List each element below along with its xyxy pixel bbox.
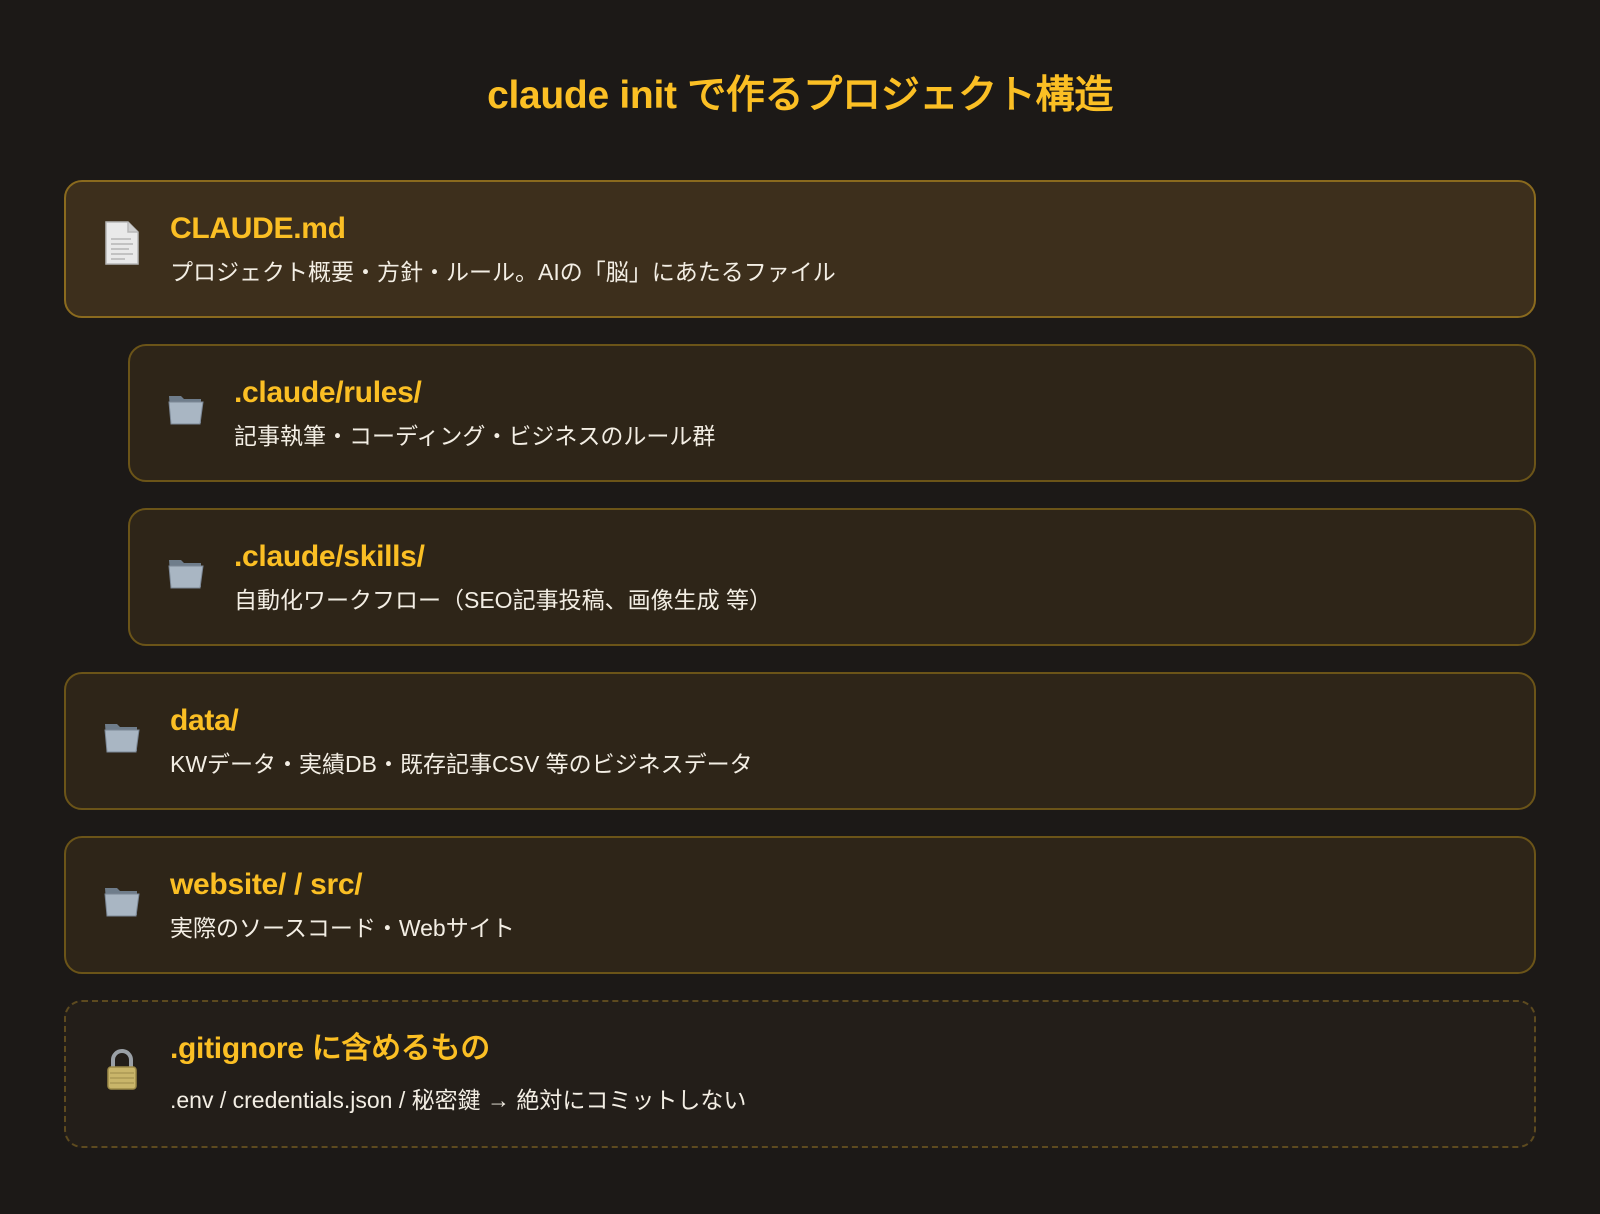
folder-icon xyxy=(166,548,206,594)
item-name: data/ xyxy=(170,704,239,737)
page-title: claude init で作るプロジェクト構造 xyxy=(487,74,1113,117)
claude-skills-card: .claude/skills/ 自動化ワークフロー（SEO記事投稿、画像生成 等… xyxy=(128,508,1536,646)
claude-md-card: CLAUDE.md プロジェクト概要・方針・ルール。AIの「脳」にあたるファイル xyxy=(64,180,1536,318)
website-src-card: website/ / src/ 実際のソースコード・Webサイト xyxy=(64,836,1536,974)
item-description: 実際のソースコード・Webサイト xyxy=(170,915,515,941)
item-description: 記事執筆・コーディング・ビジネスのルール群 xyxy=(234,423,716,449)
item-name: .claude/skills/ xyxy=(234,540,425,573)
folder-icon xyxy=(166,384,206,430)
item-description: プロジェクト概要・方針・ルール。AIの「脳」にあたるファイル xyxy=(170,259,836,285)
gitignore-card: .gitignore に含めるもの .env / credentials.jso… xyxy=(64,1000,1536,1148)
claude-rules-card: .claude/rules/ 記事執筆・コーディング・ビジネスのルール群 xyxy=(128,344,1536,482)
item-name: website/ / src/ xyxy=(170,868,363,901)
data-card: data/ KWデータ・実績DB・既存記事CSV 等のビジネスデータ xyxy=(64,672,1536,810)
document-icon xyxy=(102,220,142,266)
item-name: .gitignore に含めるもの xyxy=(170,1032,490,1065)
item-description: KWデータ・実績DB・既存記事CSV 等のビジネスデータ xyxy=(170,751,753,777)
lock-icon xyxy=(102,1046,142,1092)
item-description: 自動化ワークフロー（SEO記事投稿、画像生成 等） xyxy=(234,587,772,613)
folder-icon xyxy=(102,712,142,758)
folder-icon xyxy=(102,876,142,922)
item-name: .claude/rules/ xyxy=(234,376,422,409)
item-name: CLAUDE.md xyxy=(170,212,346,245)
item-description: .env / credentials.json / 秘密鍵 → 絶対にコミットし… xyxy=(170,1087,747,1113)
